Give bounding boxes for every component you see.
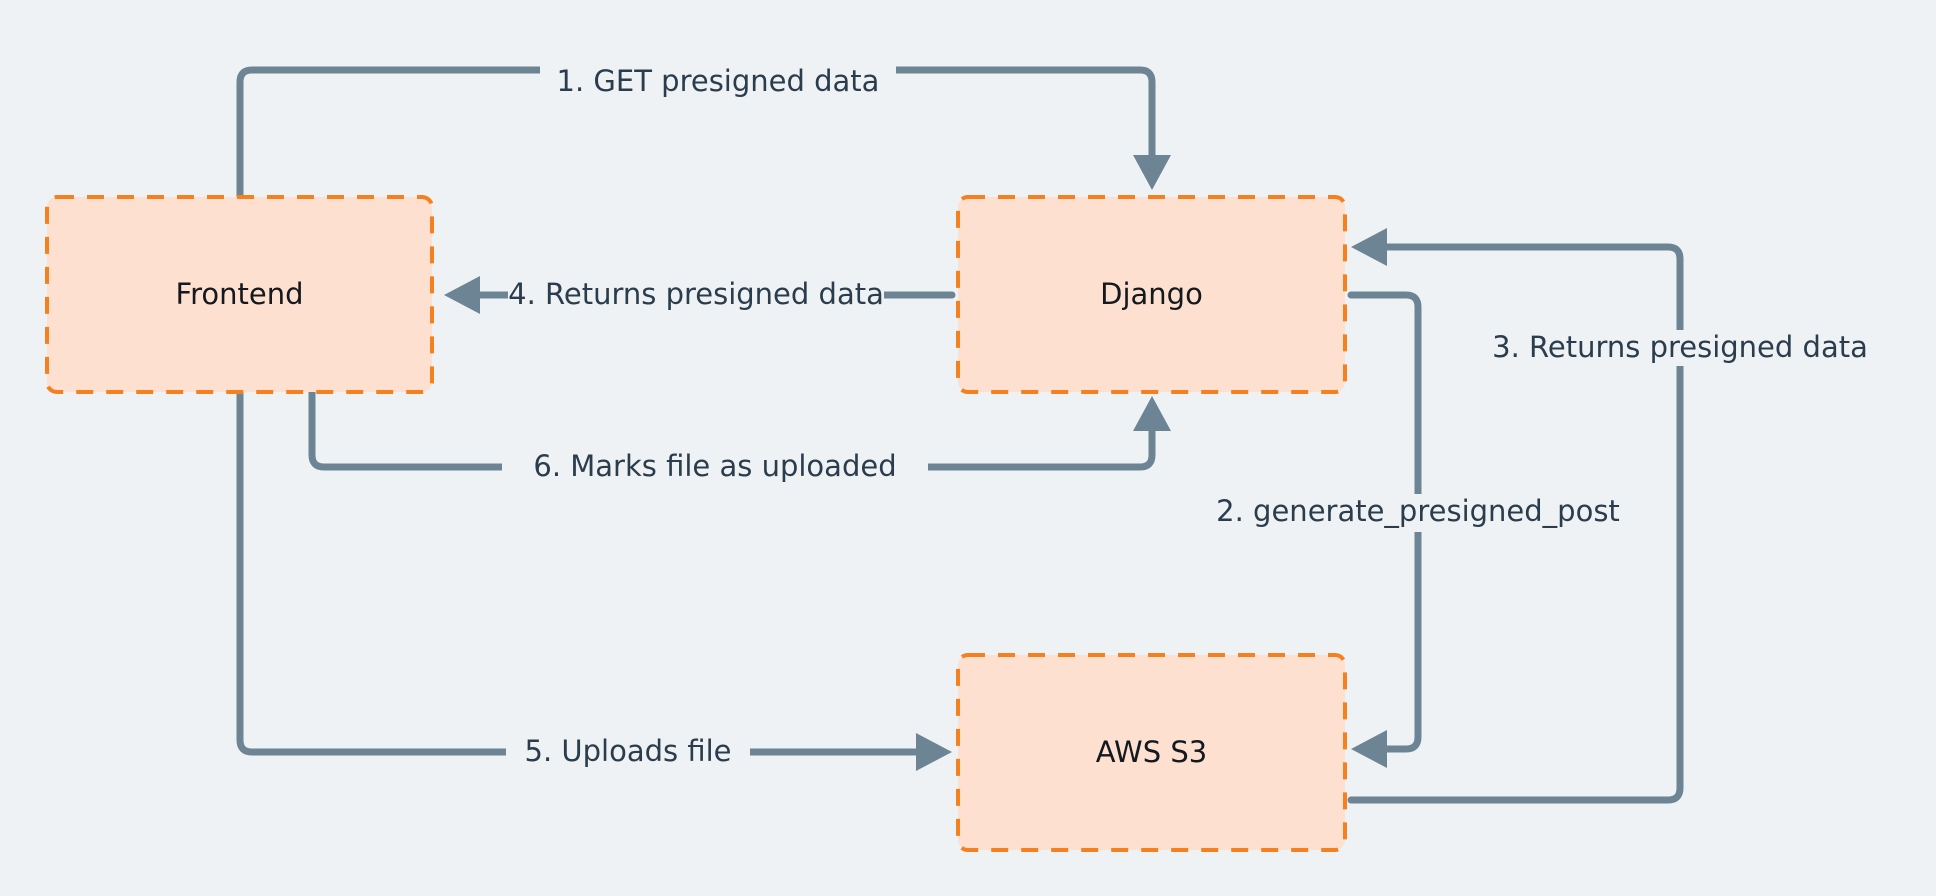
edge-5-path bbox=[236, 388, 924, 756]
edge-1-get-presigned-data: 1. GET presigned data bbox=[236, 64, 1171, 201]
node-django-label: Django bbox=[1100, 277, 1203, 311]
edge-6-label-bg bbox=[502, 449, 928, 485]
node-aws-s3-box[interactable] bbox=[956, 653, 1347, 852]
edge-4-label: 4. Returns presigned data bbox=[508, 277, 884, 311]
edge-4-label-bg bbox=[508, 277, 884, 313]
edge-3-path bbox=[1347, 243, 1684, 804]
edge-5-label-bg bbox=[506, 734, 750, 770]
edge-2-arrowhead bbox=[1351, 730, 1387, 768]
node-django[interactable]: Django bbox=[956, 195, 1347, 394]
edge-2-label-bg bbox=[1180, 494, 1656, 532]
edge-5-arrowhead bbox=[916, 733, 952, 771]
edge-3-label-bg bbox=[1474, 330, 1886, 366]
edge-4-arrowhead bbox=[444, 276, 480, 314]
edge-1-arrowhead bbox=[1133, 155, 1171, 190]
edge-6-label: 6. Marks file as uploaded bbox=[533, 449, 896, 483]
edge-6-arrowhead bbox=[1133, 396, 1171, 431]
node-aws-s3[interactable]: AWS S3 bbox=[956, 653, 1347, 852]
node-django-box[interactable] bbox=[956, 195, 1347, 394]
edge-1-label-bg bbox=[540, 64, 896, 100]
edge-5-uploads-file: 5. Uploads file bbox=[236, 388, 952, 771]
edge-3-returns-presigned-data: 3. Returns presigned data bbox=[1347, 228, 1886, 804]
edge-3-arrowhead bbox=[1351, 228, 1387, 266]
edge-5-label: 5. Uploads file bbox=[525, 734, 732, 768]
edge-4-returns-presigned-data: 4. Returns presigned data bbox=[444, 276, 956, 314]
edge-1-label: 1. GET presigned data bbox=[557, 64, 880, 98]
edge-2-label: 2. generate_presigned_post bbox=[1216, 494, 1620, 528]
edge-2-generate-presigned-post: 2. generate_presigned_post bbox=[1180, 291, 1656, 768]
edge-3-label: 3. Returns presigned data bbox=[1492, 330, 1868, 364]
node-aws-s3-label: AWS S3 bbox=[1096, 735, 1207, 769]
node-frontend-box[interactable] bbox=[45, 195, 434, 394]
node-frontend-label: Frontend bbox=[176, 277, 304, 311]
edge-6-marks-file-as-uploaded: 6. Marks file as uploaded bbox=[308, 388, 1171, 485]
node-frontend[interactable]: Frontend bbox=[45, 195, 434, 394]
